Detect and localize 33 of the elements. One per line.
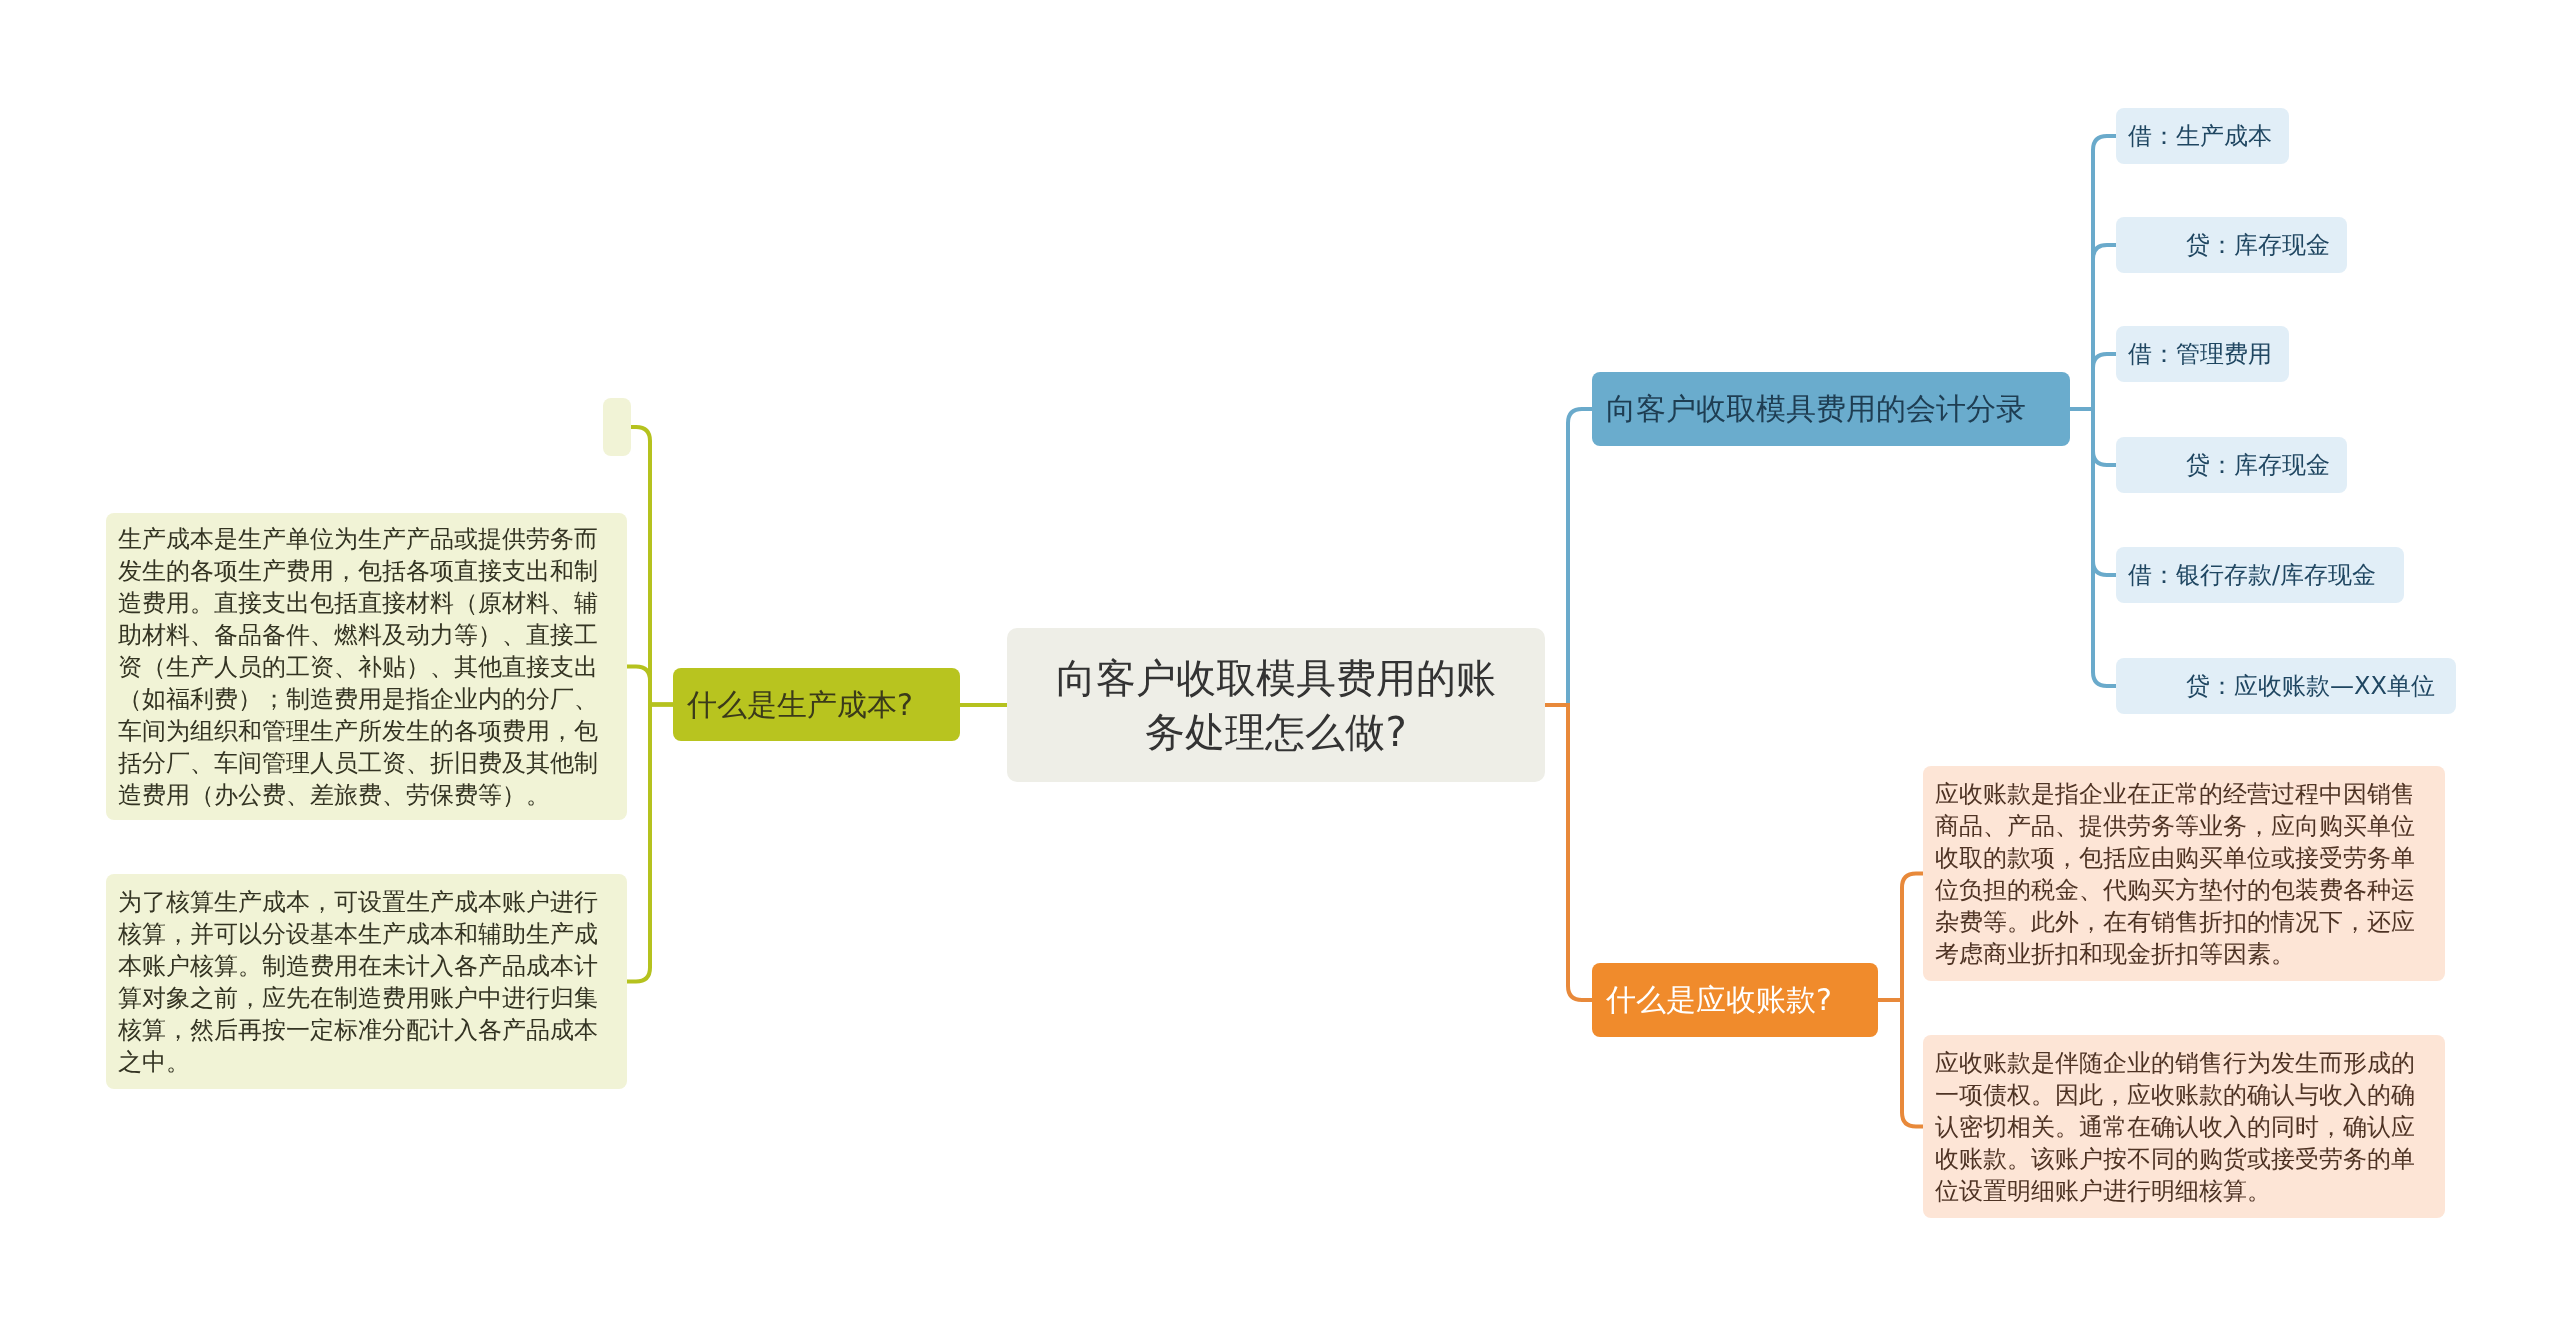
branch-topic [673, 668, 960, 741]
empty-topic-box [603, 398, 631, 456]
topic-text: 贷：库存现金 [2186, 450, 2330, 481]
subtopic-box [2116, 326, 2289, 382]
topic-text: 向客户收取模具费用的会计分录 [1606, 391, 2026, 427]
subtopic-box [2116, 437, 2347, 493]
topic-text: 借：管理费用 [2128, 339, 2272, 370]
connector-line [2070, 407, 2116, 688]
topic-text: 应收账款是伴随企业的销售行为发生而形成的一项债权。因此，应收账款的确认与收入的确认密切相关。通常在确认收入的同时，确认应收账款。该账户按不同的购货或接受劳务的单位设置明细账户进行明细核算。 [1935, 1047, 2416, 1207]
connector-line [1545, 703, 1592, 1002]
topic-text: 借：银行存款/库存现金 [2128, 560, 2377, 591]
subtopic-box [2116, 658, 2456, 714]
connector-line [1878, 998, 1923, 1129]
topic-text: 什么是应收账款? [1606, 982, 1832, 1018]
topic-text: 贷：应收账款—XX单位 [2186, 671, 2435, 702]
subtopic-box [1923, 766, 2445, 981]
topic-text: 生产成本是生产单位为生产产品或提供劳务而发生的各项生产费用，包括各项直接支出和制造费用。直接支出包括直接材料（原材料、辅助材料、备品备件、燃料及动力等）、直接工资（生产人员的工资、补贴）、其他直接支出（如福利费）；制造费用是指企业内的分厂、车间为组织和管理生产所发生的各项费用，包括分厂、车间管理人员工资、折旧费及其他制造费用（办公费、差旅费、劳保费等）。 [118, 523, 599, 811]
topic-text: 应收账款是指企业在正常的经营过程中因销售商品、产品、提供劳务等业务，应向购买单位收取的款项，包括应由购买单位或接受劳务单位负担的税金、代购买方垫付的包装费各种运杂费等。此外，在有销售折扣的情况下，还应考虑商业折扣和现金折扣等因素。 [1935, 778, 2416, 970]
central-topic [1007, 628, 1545, 782]
subtopic-box [2116, 217, 2347, 273]
topic-text: 为了核算生产成本，可设置生产成本账户进行核算，并可以分设基本生产成本和辅助生产成本账户核算。制造费用在未计入各产品成本计算对象之前，应先在制造费用账户中进行归集核算，然后再按一定标准分配计入各产品成本之中。 [118, 886, 599, 1078]
connector-line [627, 702, 673, 984]
subtopic-box [2116, 547, 2404, 603]
branch-topic [1592, 372, 2070, 446]
connector-line [960, 703, 1007, 707]
subtopic-box [106, 874, 627, 1089]
topic-text: 贷：库存现金 [2186, 230, 2330, 261]
subtopic-box [2116, 108, 2289, 164]
subtopic-box [1923, 1035, 2445, 1218]
topic-text: 向客户收取模具费用的账务处理怎么做? [1055, 654, 1497, 757]
topic-text: 什么是生产成本? [687, 686, 913, 723]
topic-text: 借：生产成本 [2128, 121, 2272, 152]
branch-topic [1592, 963, 1878, 1037]
